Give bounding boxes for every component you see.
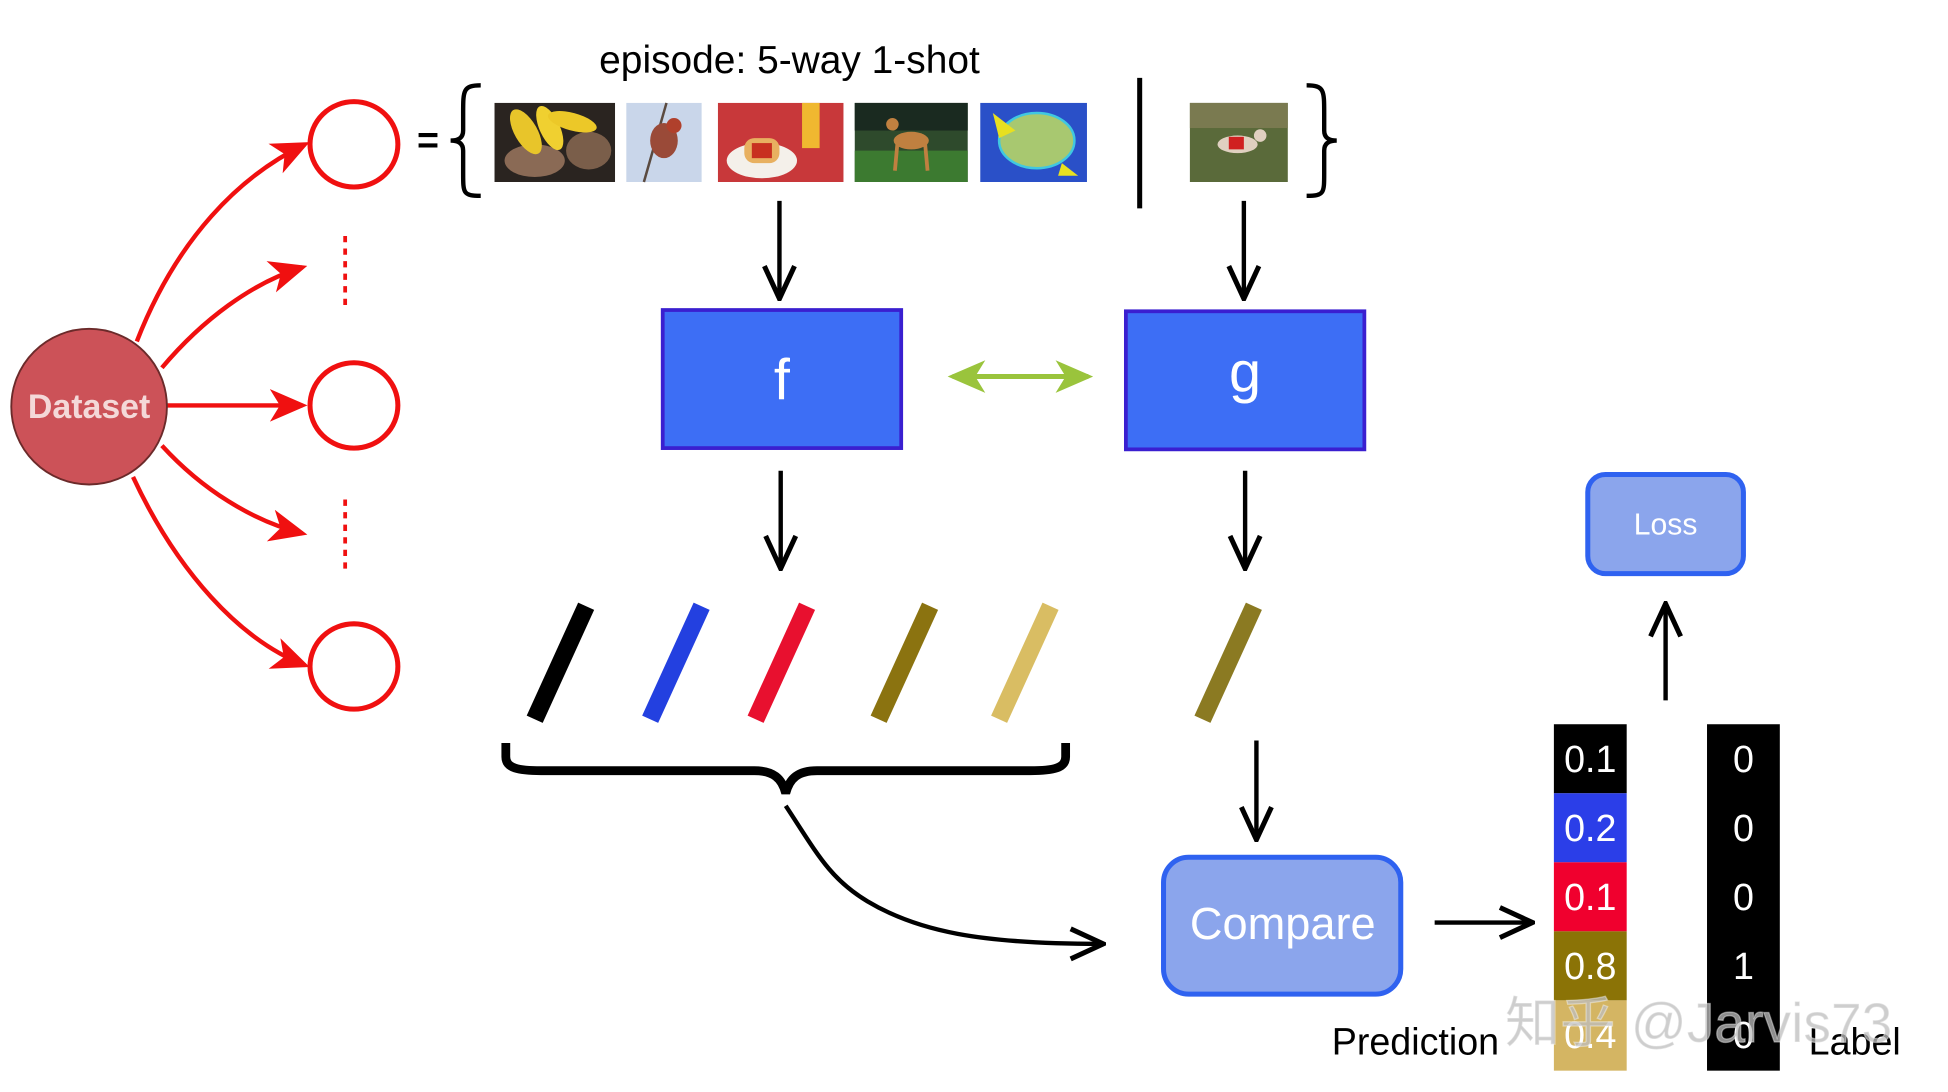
compare-box bbox=[1161, 854, 1404, 997]
compare-label: Compare bbox=[1190, 898, 1376, 949]
loss-box bbox=[1585, 471, 1746, 577]
embedding-f-box bbox=[660, 308, 904, 450]
support-embedding-1 bbox=[526, 602, 595, 723]
prediction-cell bbox=[1553, 1000, 1627, 1071]
prediction-cell bbox=[1553, 862, 1627, 932]
support-brace bbox=[501, 743, 1071, 795]
prediction-caption: Prediction bbox=[1332, 1020, 1499, 1062]
left-brace bbox=[450, 83, 481, 199]
watermark: 知乎 @Jarvis73 bbox=[1505, 992, 1892, 1054]
dataset-arrows bbox=[131, 142, 310, 669]
embedding-bars bbox=[526, 602, 1262, 723]
label-value: 1 bbox=[1733, 945, 1754, 987]
label-value: 0 bbox=[1733, 738, 1754, 780]
label-column: 0 0 0 1 0 bbox=[1707, 724, 1780, 1071]
embedding-g-label: g bbox=[1229, 341, 1261, 405]
prediction-value: 0.1 bbox=[1564, 876, 1616, 918]
image-bird bbox=[626, 102, 702, 183]
support-embedding-5 bbox=[991, 602, 1059, 723]
support-images bbox=[494, 102, 1087, 183]
image-corn-meat bbox=[494, 102, 616, 182]
query-image bbox=[1189, 102, 1288, 182]
right-brace bbox=[1306, 83, 1337, 199]
equals-sign: = bbox=[417, 119, 439, 161]
support-embedding-3 bbox=[747, 602, 816, 723]
label-caption: Label bbox=[1809, 1020, 1901, 1062]
prediction-cell bbox=[1553, 931, 1627, 1001]
embedding-f-label: f bbox=[774, 348, 791, 412]
flow-arrows bbox=[779, 200, 1665, 944]
image-dog bbox=[854, 102, 968, 182]
image-fish bbox=[980, 102, 1087, 182]
prediction-cell bbox=[1553, 793, 1627, 863]
prediction-value: 0.8 bbox=[1564, 945, 1616, 987]
label-value: 0 bbox=[1733, 876, 1754, 918]
query-embedding bbox=[1194, 602, 1262, 723]
image-hotdogs bbox=[717, 102, 844, 182]
episode-nodes bbox=[307, 99, 401, 712]
support-embedding-4 bbox=[870, 602, 939, 723]
prediction-value: 0.4 bbox=[1564, 1014, 1616, 1056]
loss-label: Loss bbox=[1634, 509, 1698, 542]
dataset-node bbox=[10, 327, 168, 486]
episode-title: episode: 5-way 1-shot bbox=[599, 39, 980, 82]
dataset-label: Dataset bbox=[28, 388, 150, 426]
episode-node bbox=[307, 621, 401, 712]
prediction-value: 0.2 bbox=[1564, 807, 1616, 849]
support-embedding-2 bbox=[642, 602, 710, 723]
prediction-column: 0.1 0.2 0.1 0.8 0.4 bbox=[1553, 724, 1627, 1071]
prediction-value: 0.1 bbox=[1564, 738, 1616, 780]
label-value: 0 bbox=[1733, 807, 1754, 849]
prediction-cell bbox=[1553, 724, 1627, 794]
label-value: 0 bbox=[1733, 1014, 1754, 1056]
embedding-g-box bbox=[1123, 309, 1367, 452]
episode-node bbox=[307, 360, 401, 451]
episode-node bbox=[307, 99, 401, 190]
